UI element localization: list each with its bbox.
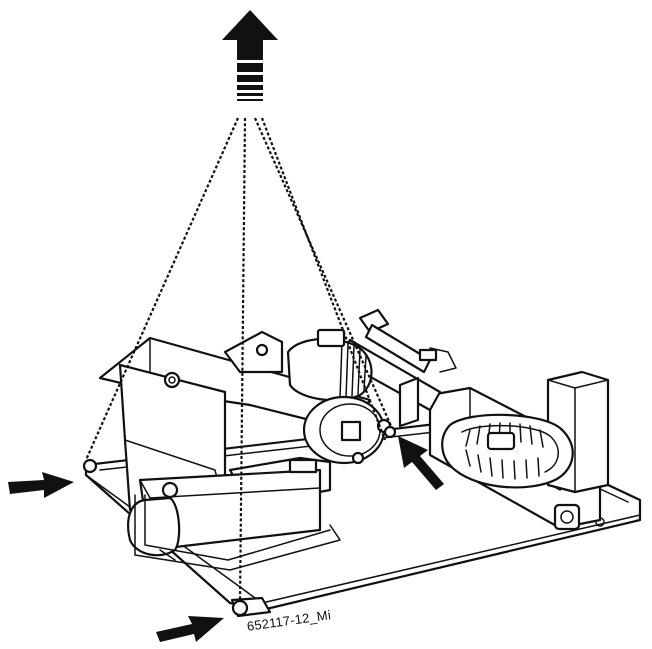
lower-carriage [127, 456, 341, 571]
main-arm [98, 330, 372, 512]
inclined-beam [338, 308, 457, 428]
up-arrow-icon [222, 10, 278, 101]
pointer-arrow-icon [156, 616, 224, 642]
pointer-arrow-icon [8, 472, 74, 498]
lifting-ropes [84, 117, 394, 603]
motor-assembly [286, 328, 392, 465]
pointer-arrow-icon [398, 436, 444, 490]
lifting-hooks [82, 425, 397, 617]
right-assembly [428, 370, 610, 531]
